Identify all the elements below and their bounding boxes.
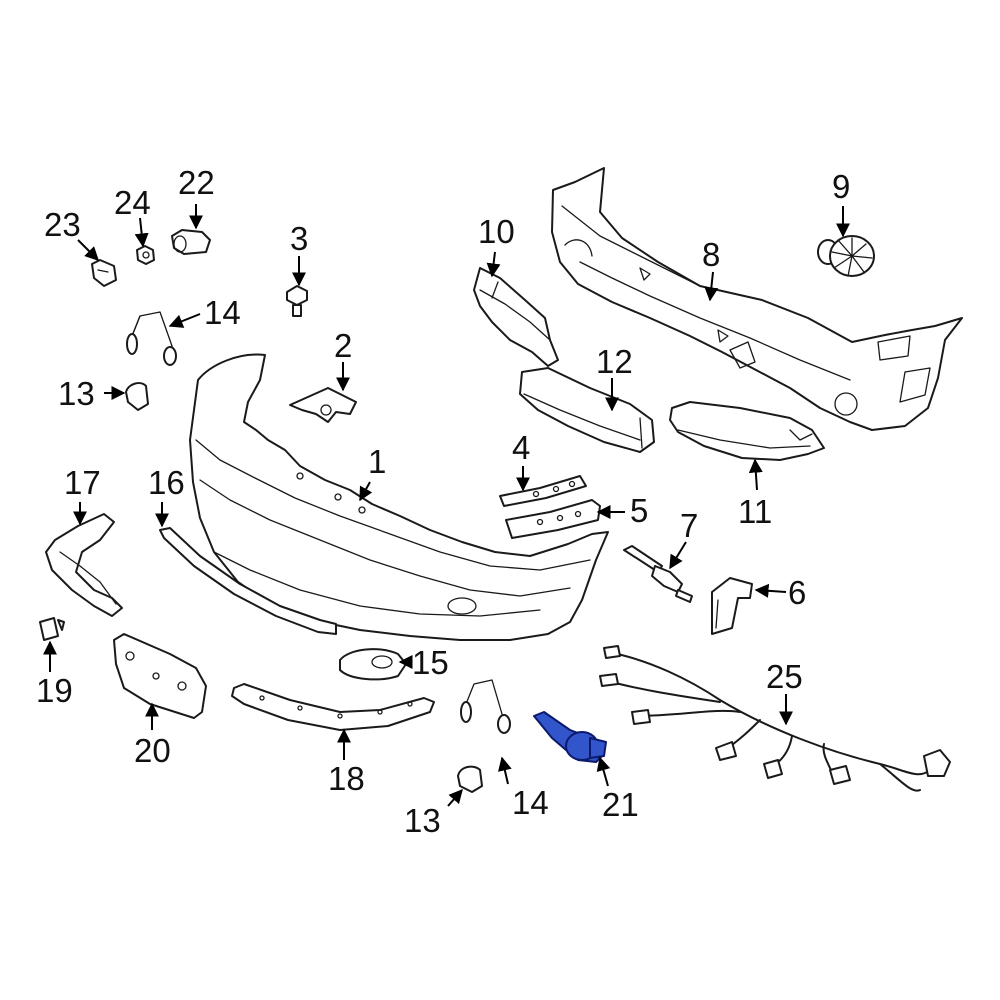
part-23-clip[interactable] [91, 259, 117, 287]
callout-20: 20 [134, 732, 171, 769]
callout-15: 15 [412, 644, 449, 681]
callout-25: 25 [766, 658, 803, 695]
callout-18: 18 [328, 760, 365, 797]
callout-22: 22 [178, 164, 215, 201]
part-20-plate-bracket[interactable] [113, 633, 207, 719]
part-8-reinforcement[interactable] [551, 167, 963, 431]
part-14-spring-clip-lower[interactable] [460, 679, 511, 734]
part-24-nut[interactable] [136, 245, 155, 265]
part-9-clip[interactable] [817, 235, 875, 277]
callout-2: 2 [334, 327, 352, 364]
callout-3: 3 [290, 220, 308, 257]
part-6-bracket[interactable] [711, 577, 753, 635]
part-16-molding[interactable] [159, 527, 337, 635]
callout-labels: 1 2 3 4 5 6 7 8 9 10 11 12 13 13 14 14 1… [36, 164, 850, 839]
callout-13-lower: 13 [404, 802, 441, 839]
callout-6: 6 [788, 574, 806, 611]
part-5-bracket[interactable] [505, 499, 601, 539]
part-10-bracket[interactable] [473, 267, 559, 367]
part-4-bracket[interactable] [499, 475, 587, 507]
part-14-spring-clip-upper[interactable] [126, 311, 177, 366]
leader-lines [43, 204, 850, 807]
part-17-corner-bracket[interactable] [45, 513, 123, 617]
callout-5: 5 [630, 492, 648, 529]
part-25-wiring-harness[interactable] [599, 645, 951, 792]
callout-17: 17 [64, 464, 101, 501]
part-3-bolt[interactable] [286, 285, 308, 317]
part-21-parking-sensor[interactable] [533, 711, 607, 763]
callout-11: 11 [738, 493, 772, 530]
callout-7: 7 [680, 507, 698, 544]
callout-23: 23 [44, 206, 81, 243]
part-19-clip[interactable] [39, 617, 65, 641]
callout-9: 9 [832, 168, 850, 205]
part-13-cap-upper[interactable] [125, 382, 149, 411]
part-2-bracket[interactable] [289, 387, 357, 423]
callout-4: 4 [512, 429, 530, 466]
part-7-stud[interactable] [623, 545, 693, 603]
callout-24: 24 [114, 184, 151, 221]
callout-16: 16 [148, 464, 185, 501]
callout-14-upper: 14 [204, 294, 241, 331]
callout-13-upper: 13 [58, 375, 95, 412]
part-15-bezel[interactable] [339, 648, 407, 681]
part-12-absorber[interactable] [519, 367, 655, 453]
part-11-absorber[interactable] [669, 401, 825, 461]
callout-8: 8 [702, 236, 720, 273]
callout-14-lower: 14 [512, 784, 549, 821]
part-22-sensor-housing[interactable] [171, 229, 211, 255]
callout-21: 21 [602, 786, 639, 823]
callout-10: 10 [478, 213, 515, 250]
part-18-molding[interactable] [231, 683, 435, 731]
part-13-cap-lower[interactable] [457, 765, 483, 793]
sensor-cap [589, 737, 607, 759]
callout-1: 1 [368, 443, 386, 480]
callout-19: 19 [36, 672, 73, 709]
callout-12: 12 [596, 343, 633, 380]
